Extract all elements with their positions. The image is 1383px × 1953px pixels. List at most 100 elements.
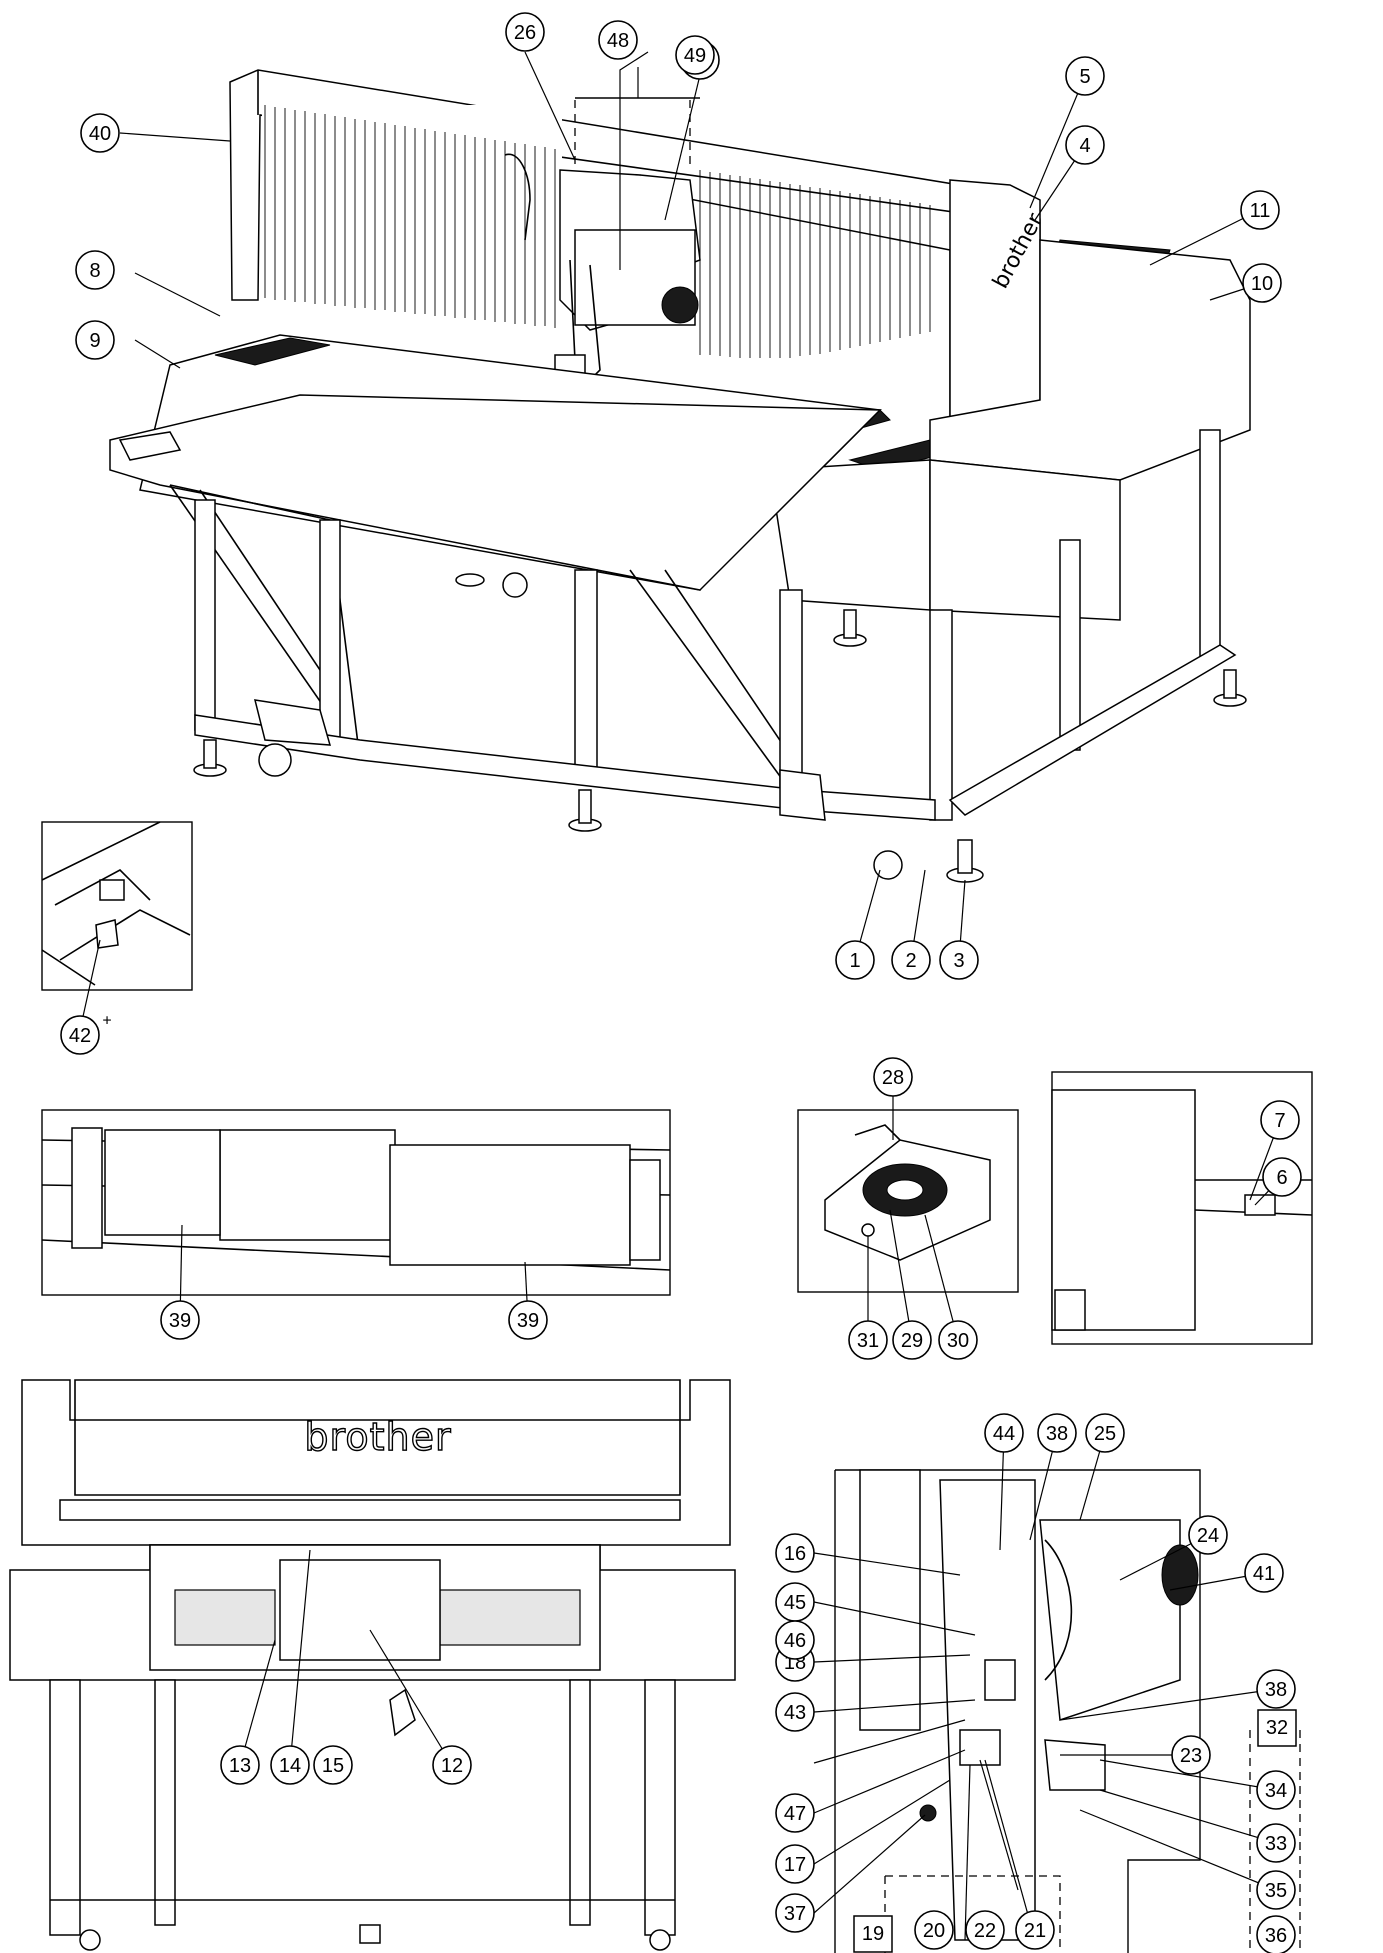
callout-c5: 5 <box>1065 56 1105 96</box>
callout-circle <box>775 1844 815 1884</box>
callout-circle <box>220 1745 260 1785</box>
callout-circle <box>1256 1870 1296 1910</box>
callout-circle <box>1240 190 1280 230</box>
callout-number: 23 <box>1180 1745 1202 1767</box>
square-callout-19: 19 <box>853 1915 893 1953</box>
callout-circle <box>1244 1553 1284 1593</box>
callout-circle <box>675 35 715 75</box>
callout-number: 34 <box>1265 1780 1287 1802</box>
callout-circle <box>1065 56 1105 96</box>
callout-c7: 7 <box>1260 1100 1300 1140</box>
callout-number: 2 <box>905 950 916 972</box>
callout-c13: 13 <box>220 1745 260 1785</box>
callout-c36: 36 <box>1256 1915 1296 1953</box>
callout-circle <box>848 1320 888 1360</box>
callout-c37: 37 <box>775 1893 815 1933</box>
callout-c6: 6 <box>1262 1157 1302 1197</box>
callout-circle <box>598 20 638 60</box>
callout-circle <box>1065 125 1105 165</box>
callout-c26: 26 <box>505 12 545 52</box>
callout-number: 15 <box>322 1755 344 1777</box>
callout-number: 46 <box>784 1630 806 1652</box>
callout-c41: 41 <box>1244 1553 1284 1593</box>
callout-circle <box>313 1745 353 1785</box>
callout-c45: 45 <box>775 1582 815 1622</box>
callout-circle <box>1256 1915 1296 1953</box>
callout-number: 14 <box>279 1755 301 1777</box>
callout-circle <box>505 12 545 52</box>
stand-frame <box>169 429 1237 821</box>
callout-c8: 8 <box>75 250 115 290</box>
callout-c21: 21 <box>1015 1910 1055 1950</box>
callout-circle <box>270 1745 310 1785</box>
callout-c35: 35 <box>1256 1870 1296 1910</box>
callout-c2: 2 <box>891 940 931 980</box>
head-carriage <box>504 153 701 382</box>
callout-c30: 30 <box>938 1320 978 1360</box>
callout-c49: 49 <box>675 35 715 75</box>
callout-number: 31 <box>857 1330 879 1352</box>
callout-c39b: 39 <box>508 1300 548 1340</box>
callout-number: 36 <box>1265 1925 1287 1947</box>
callout-c3: 3 <box>939 940 979 980</box>
callout-c16: 16 <box>775 1533 815 1573</box>
callout-circle <box>1262 1157 1302 1197</box>
callout-number: 35 <box>1265 1880 1287 1902</box>
callout-circle <box>891 940 931 980</box>
callout-number: 9 <box>89 330 100 352</box>
callout-c20: 20 <box>914 1910 954 1950</box>
callout-number: 11 <box>1250 200 1271 222</box>
callout-circle <box>1256 1669 1296 1709</box>
front-view: brother <box>9 1379 736 1951</box>
callout-circle <box>1256 1770 1296 1810</box>
callout-circle <box>1188 1515 1228 1555</box>
callout-circle <box>939 940 979 980</box>
detail-view-42 <box>41 821 193 1031</box>
callout-number: 40 <box>89 123 111 145</box>
callout-number: 47 <box>784 1803 806 1825</box>
callout-c17: 17 <box>775 1844 815 1884</box>
callout-circle <box>892 1320 932 1360</box>
callout-circle <box>914 1910 954 1950</box>
callout-circle <box>75 320 115 360</box>
callout-circle <box>1260 1100 1300 1140</box>
callout-number: 42 <box>69 1025 91 1047</box>
callout-circle <box>1037 1413 1077 1453</box>
callout-number: 38 <box>1046 1423 1068 1445</box>
callout-number: 44 <box>993 1423 1015 1445</box>
brand-logo-front: brother <box>304 1415 451 1459</box>
callout-number: 39 <box>169 1310 191 1332</box>
callout-c1: 1 <box>835 940 875 980</box>
callout-circle <box>1256 1823 1296 1863</box>
callout-circle <box>775 1692 815 1732</box>
detail-view-sewing-head <box>813 1432 1301 1953</box>
callout-c40: 40 <box>80 113 120 153</box>
callout-circle <box>1085 1413 1125 1453</box>
callout-number: 48 <box>607 30 629 52</box>
callout-c38a: 38 <box>1037 1413 1077 1453</box>
callout-number: 28 <box>882 1067 904 1089</box>
callout-number: 38 <box>1265 1679 1287 1701</box>
callout-number: 39 <box>517 1310 539 1332</box>
plus-mark: + <box>102 1013 111 1030</box>
callout-c46: 46 <box>775 1620 815 1660</box>
square-callout-32: 32 <box>1257 1709 1297 1747</box>
callout-number: 3 <box>953 950 964 972</box>
callout-circle <box>775 1533 815 1573</box>
callout-c31: 31 <box>848 1320 888 1360</box>
callout-c34: 34 <box>1256 1770 1296 1810</box>
callout-c10: 10 <box>1242 263 1282 303</box>
callout-number: 4 <box>1079 135 1090 157</box>
callout-number: 1 <box>849 950 860 972</box>
callout-c38b: 38 <box>1256 1669 1296 1709</box>
callout-number: 49 <box>684 45 706 67</box>
callout-number: 17 <box>784 1854 806 1876</box>
callout-c11: 11 <box>1240 190 1280 230</box>
callout-circle <box>835 940 875 980</box>
callout-number: 16 <box>784 1543 806 1565</box>
callout-circle <box>984 1413 1024 1453</box>
callout-circle <box>775 1893 815 1933</box>
callout-circle <box>60 1015 100 1055</box>
